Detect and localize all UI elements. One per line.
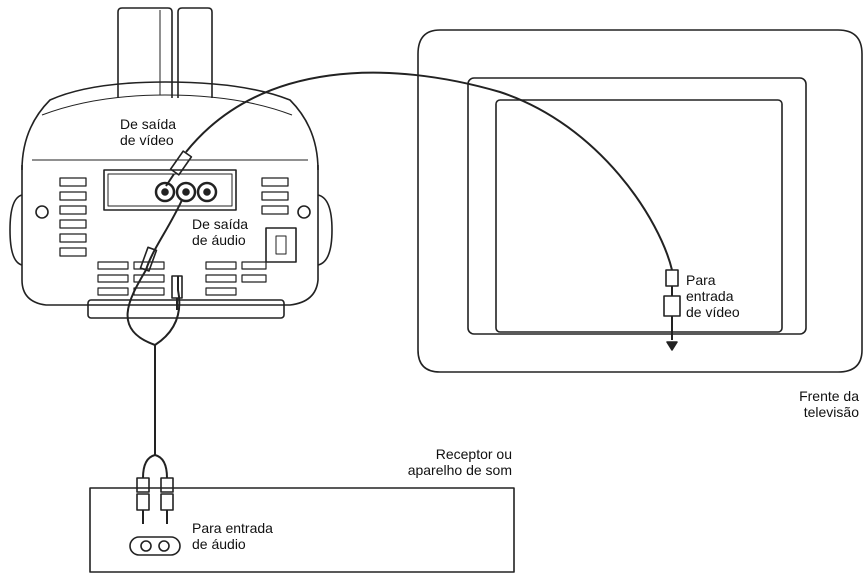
audio-out-label-line2: de áudio: [192, 232, 246, 248]
vent-right: [261, 177, 289, 215]
receiver-box: [89, 487, 515, 573]
video-out-label: De saída de vídeo: [120, 116, 176, 148]
power-socket: [265, 227, 297, 263]
receiver-audio-plug-left: [136, 477, 150, 524]
tv-bezel: [467, 77, 807, 335]
video-in-label-line1: Para: [686, 272, 716, 288]
player-top: [21, 81, 319, 171]
audio-cable: [126, 199, 183, 346]
audio-out-jack-left: [175, 181, 197, 203]
video-out-jack: [154, 181, 176, 203]
video-in-label: Para entrada de vídeo: [686, 272, 740, 320]
audio-plug-right: [171, 275, 183, 310]
av-output-panel: [103, 169, 237, 211]
tv-front-label-line2: televisão: [803, 404, 859, 420]
television: [417, 29, 863, 373]
video-out-label-line2: de vídeo: [120, 132, 174, 148]
player-handle: [117, 7, 173, 98]
tv-video-plug: [663, 269, 681, 351]
player-base: [87, 299, 285, 319]
audio-out-label: De saída de áudio: [192, 216, 248, 248]
receiver-label-line2: aparelho de som: [407, 462, 512, 478]
video-in-label-line2: entrada: [686, 288, 734, 304]
audio-input-jacks: [129, 536, 181, 556]
audio-out-label-line1: De saída: [192, 216, 249, 232]
receiver: [89, 487, 515, 573]
video-cable: [185, 71, 673, 271]
vent-left: [59, 177, 87, 257]
receiver-label-line1: Receptor ou: [435, 446, 512, 462]
tv-cabinet: [417, 29, 863, 373]
screw-icon: [297, 205, 311, 219]
audio-out-jack-right: [196, 181, 218, 203]
video-plug: [165, 150, 193, 187]
video-out-label-line1: De saída: [120, 116, 177, 132]
audio-in-label: Para entrada de áudio: [192, 520, 273, 552]
tv-front-label: Frente da televisão: [799, 388, 859, 420]
tv-front-label-line1: Frente da: [799, 388, 859, 404]
audio-in-label-line1: Para entrada: [192, 520, 273, 536]
portable-player: [9, 7, 333, 319]
receiver-label: Receptor ou aparelho de som: [384, 446, 512, 478]
video-in-label-line3: de vídeo: [686, 304, 740, 320]
audio-plug-left: [139, 246, 158, 272]
audio-in-label-line2: de áudio: [192, 536, 246, 552]
receiver-audio-plug-right: [160, 477, 174, 524]
player-body: [21, 165, 319, 306]
screw-icon: [35, 205, 49, 219]
tv-screen: [495, 99, 783, 333]
